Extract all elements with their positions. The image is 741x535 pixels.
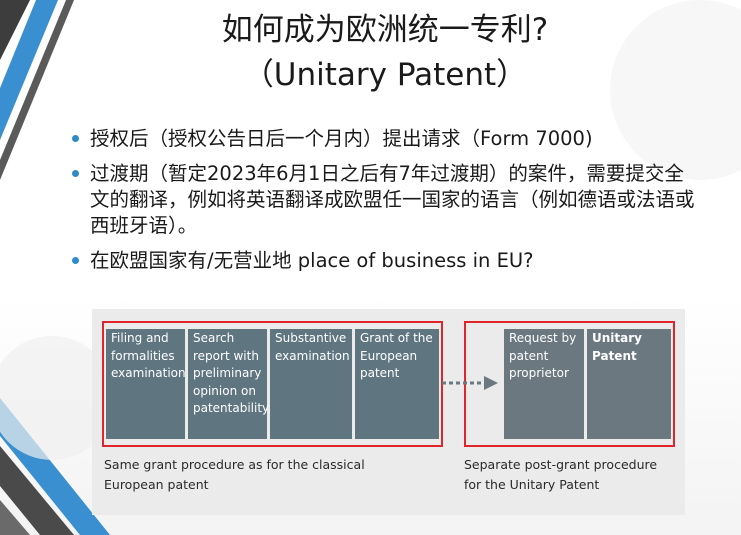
procedure-diagram: Filing and formalities examination Searc… (92, 309, 685, 515)
bullet-dot-icon (72, 257, 79, 264)
unitary-caption: Separate post-grant procedure for the Un… (464, 455, 657, 495)
dotted-arrow-icon (442, 376, 498, 390)
bullet-text: 过渡期（暂定2023年6月1日之后有7年过渡期）的案件，需要提交全文的翻译，例如… (90, 162, 695, 237)
bullet-list: 授权后（授权公告日后一个月内）提出请求（Form 7000) 过渡期（暂定202… (72, 126, 702, 283)
bullet-item: 在欧盟国家有/无营业地 place of business in EU? (72, 248, 702, 274)
unitary-caption-line1: Separate post-grant procedure (464, 457, 658, 472)
unitary-caption-line2: for the Unitary Patent (464, 477, 600, 492)
bullet-text: 授权后（授权公告日后一个月内）提出请求（Form 7000) (90, 127, 593, 150)
step-filing-box: Filing and formalities examination (106, 329, 186, 439)
slide-title-line2: （Unitary Patent） (242, 57, 528, 93)
slide-title-line1: 如何成为欧洲统一专利? (221, 12, 549, 48)
classical-caption: Same grant procedure as for the classica… (104, 455, 365, 495)
step-examination-box: Substantive examination (270, 329, 352, 439)
bullet-item: 过渡期（暂定2023年6月1日之后有7年过渡期）的案件，需要提交全文的翻译，例如… (72, 161, 702, 239)
step-search-box: Search report with preliminary opinion o… (188, 329, 269, 439)
bullet-text: 在欧盟国家有/无营业地 place of business in EU? (90, 249, 534, 272)
bullet-dot-icon (72, 170, 79, 177)
classical-caption-line1: Same grant procedure as for the classica… (104, 457, 365, 472)
step-unitary-patent-box: Unitary Patent (587, 329, 671, 439)
bullet-dot-icon (72, 135, 79, 142)
step-request-box: Request by patent proprietor (504, 329, 584, 439)
step-grant-box: Grant of the European patent (355, 329, 439, 439)
classical-caption-line2: European patent (104, 477, 209, 492)
bullet-item: 授权后（授权公告日后一个月内）提出请求（Form 7000) (72, 126, 702, 152)
